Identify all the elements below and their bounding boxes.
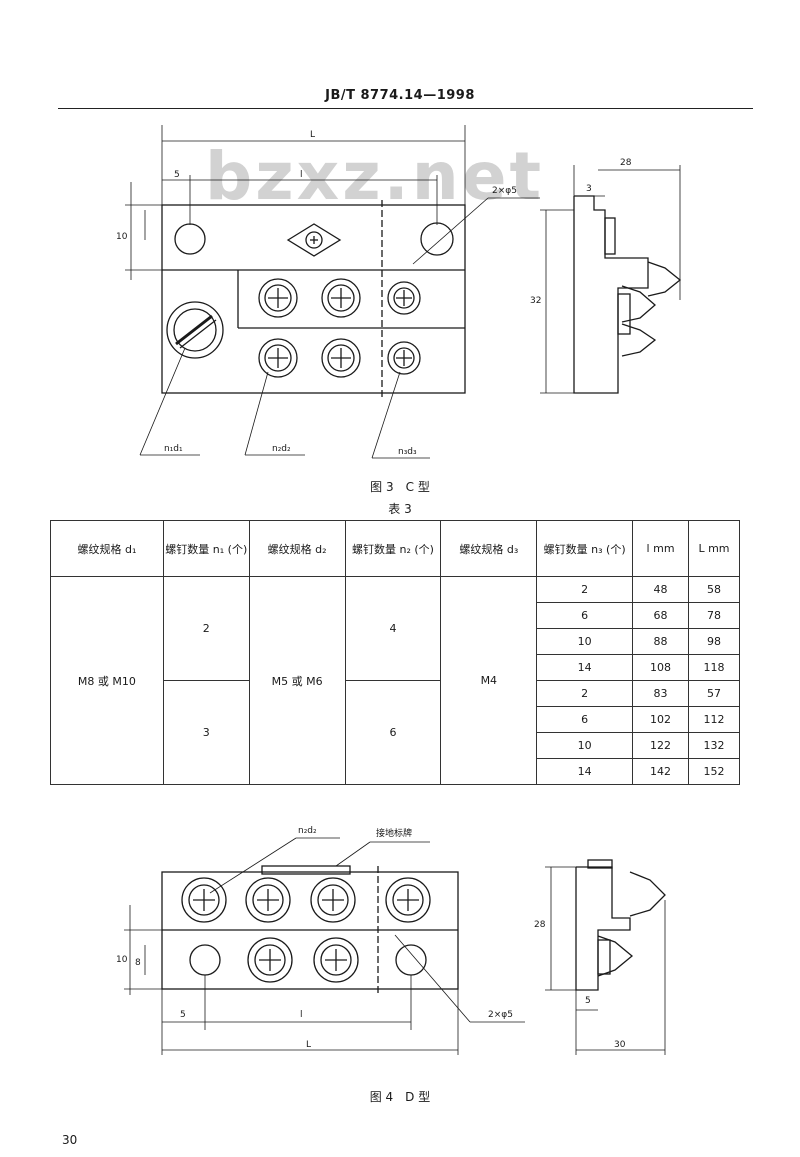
figure4-caption: 图 4 D 型 [369,1090,431,1104]
cell-n2-bottom: 6 [344,680,442,785]
fig4-label-ground-mark: 接地标牌 [376,829,413,839]
cell-n1-bottom: 3 [162,680,250,785]
cell-l: 83 [632,680,689,707]
table3: 螺纹规格 d₁ 螺钉数量 n₁ (个) 螺纹规格 d₂ 螺钉数量 n₂ (个) … [50,520,740,785]
th-d2: 螺纹规格 d₂ [248,520,346,577]
th-d3: 螺纹规格 d₃ [440,520,538,577]
th-L: L mm [688,520,740,577]
fig4-dim-8: 8 [135,958,141,968]
cell-L: 98 [688,628,740,655]
cell-L: 58 [688,576,740,603]
th-l: l mm [632,520,689,577]
fig4-dim-d5: 2×φ5 [488,1010,513,1020]
cell-n3: 10 [536,732,634,759]
th-n2: 螺钉数量 n₂ (个) [344,520,442,577]
cell-l: 122 [632,732,689,759]
fig4-label-n2d2: n₂d₂ [298,826,317,836]
cell-l: 48 [632,576,689,603]
cell-d3: M4 [440,576,538,785]
fig3-label-n3d3: n₃d₃ [398,447,417,457]
cell-l: 102 [632,706,689,733]
cell-n3: 14 [536,654,634,681]
table3-title: 表 3 [388,502,412,516]
cell-n2-top: 4 [344,576,442,681]
th-d1: 螺纹规格 d₁ [50,520,164,577]
fig3-dim-5: 5 [174,170,180,180]
cell-d1: M8 或 M10 [50,576,164,785]
cell-n3: 2 [536,576,634,603]
fig3-dim-3: 3 [586,184,592,194]
cell-L: 132 [688,732,740,759]
fig3-label-n2d2: n₂d₂ [272,444,291,454]
fig3-dim-d5: 2×φ5 [492,186,517,196]
fig3-label-n1d1: n₁d₁ [164,444,183,454]
fig4-dim-5-side: 5 [585,996,591,1006]
cell-l: 108 [632,654,689,681]
fig3-dim-32: 32 [530,296,542,306]
cell-d2: M5 或 M6 [248,576,346,785]
fig3-dim-10: 10 [116,232,128,242]
fig4-dim-10: 10 [116,955,128,965]
th-n1: 螺钉数量 n₁ (个) [162,520,250,577]
cell-n3: 2 [536,680,634,707]
page-number: 30 [62,1133,78,1147]
cell-L: 112 [688,706,740,733]
header-rule [58,108,753,109]
fig4-dim-28: 28 [534,920,546,930]
cell-n1-top: 2 [162,576,250,681]
cell-l: 68 [632,602,689,629]
watermark: bzxz.net [205,138,545,215]
fig4-dim-l: l [300,1010,303,1020]
standard-header: JB/T 8774.14—1998 [325,88,475,103]
fig3-dim-L: L [310,130,316,140]
fig4-dim-30: 30 [614,1040,626,1050]
fig3-dim-28: 28 [620,158,632,168]
th-n3: 螺钉数量 n₃ (个) [536,520,634,577]
cell-l: 88 [632,628,689,655]
cell-n3: 6 [536,602,634,629]
fig3-dim-l: l [300,170,303,180]
cell-l: 142 [632,758,689,785]
cell-n3: 6 [536,706,634,733]
cell-n3: 14 [536,758,634,785]
cell-n3: 10 [536,628,634,655]
cell-L: 152 [688,758,740,785]
cell-L: 78 [688,602,740,629]
fig4-dim-L: L [306,1040,312,1050]
cell-L: 57 [688,680,740,707]
cell-L: 118 [688,654,740,681]
fig4-dim-5: 5 [180,1010,186,1020]
figure3-caption: 图 3 C 型 [370,480,430,494]
